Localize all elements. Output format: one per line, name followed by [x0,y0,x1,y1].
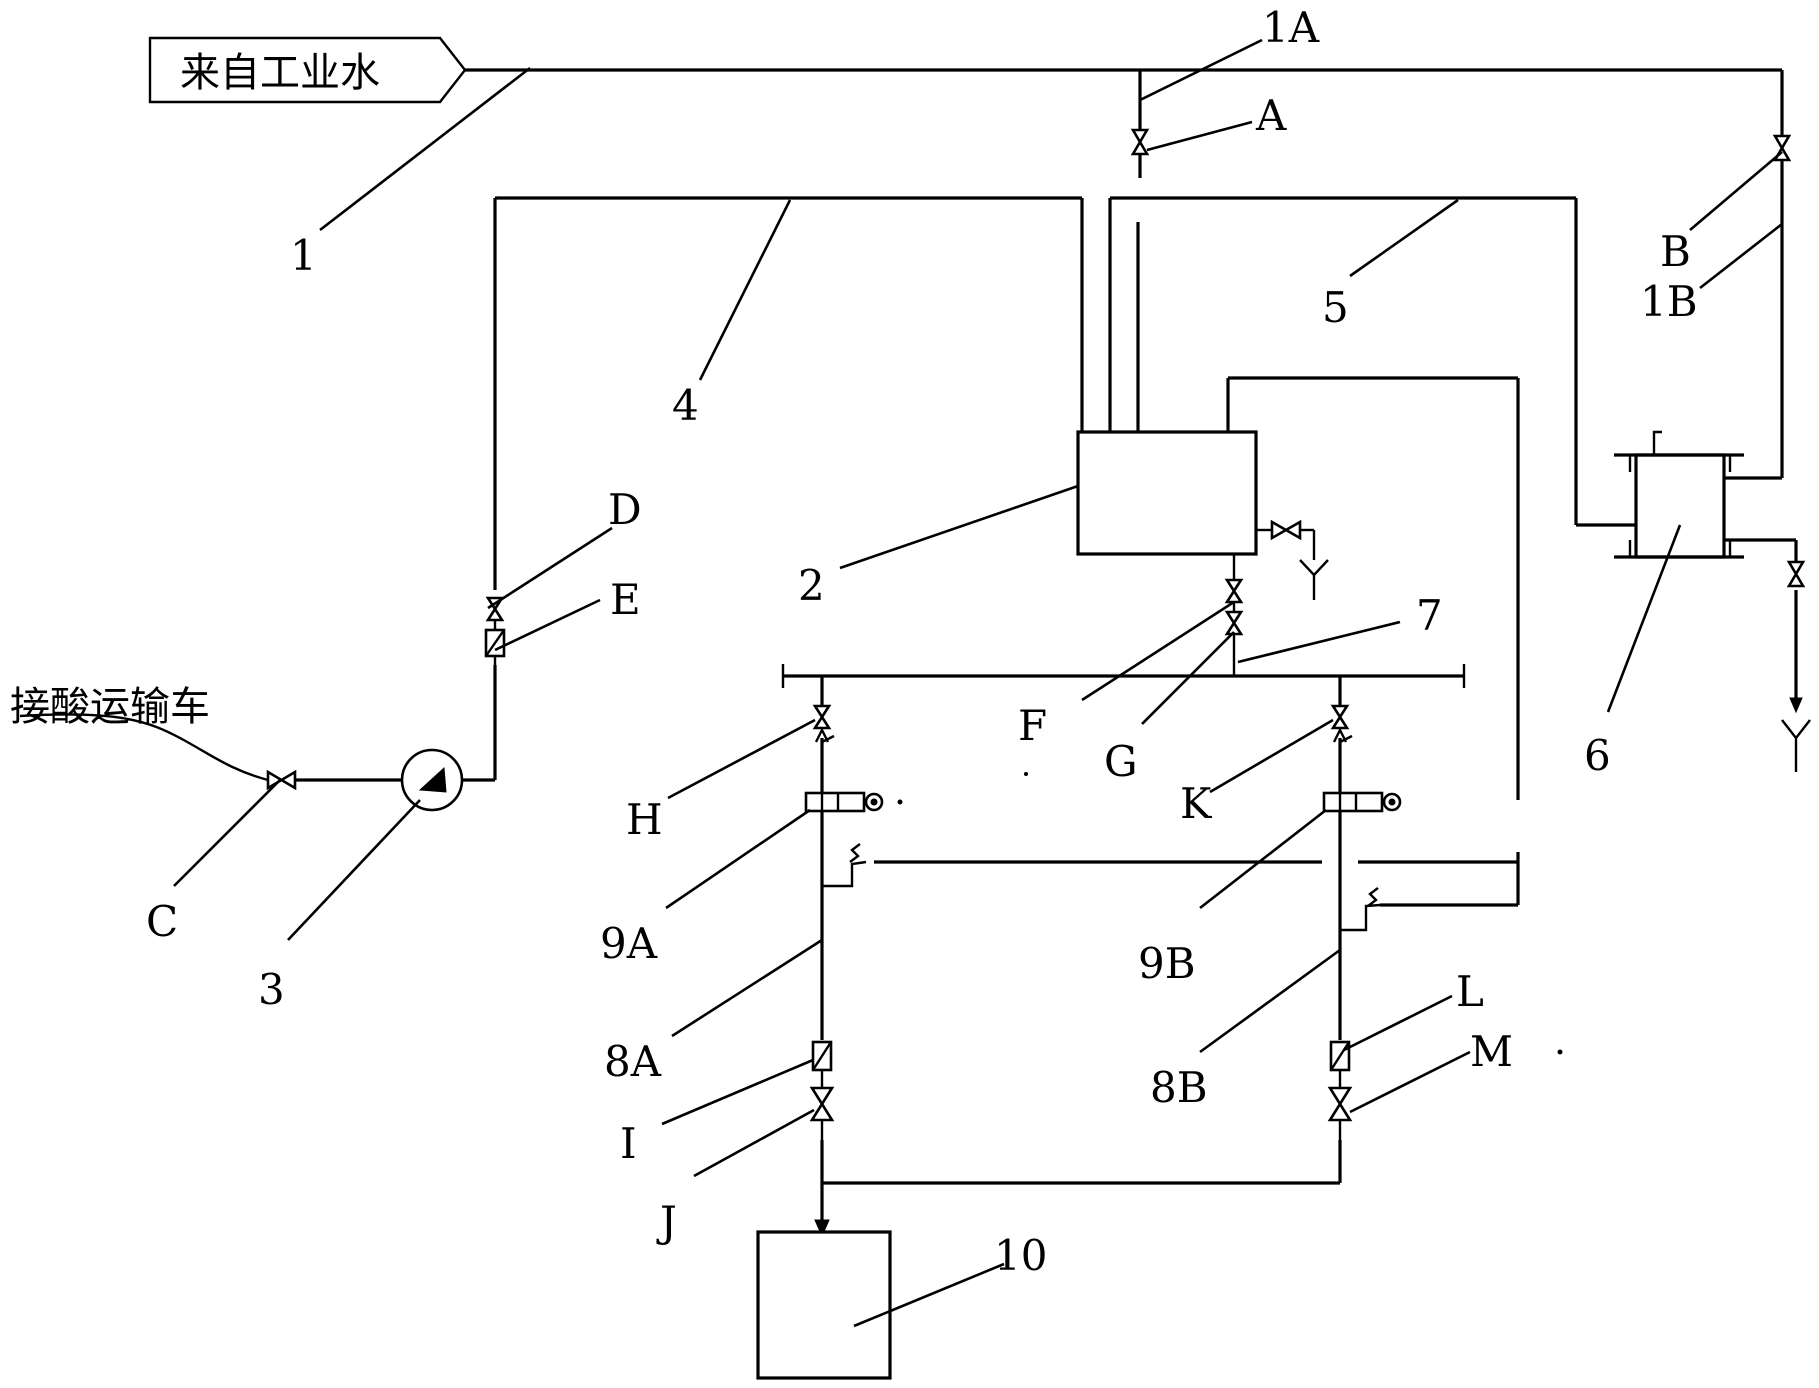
label-i: I [620,1119,637,1168]
label-h: H [626,795,663,844]
label-9b: 9B [1138,939,1196,988]
return-line [874,376,1520,907]
valve-f[interactable] [1224,554,1244,604]
branch-8a [820,676,867,1232]
label-1: 1 [290,231,317,280]
pipe-5 [1108,196,1636,527]
acid-truck-label: 接酸运输车 [10,684,210,730]
label-10: 10 [994,1231,1047,1280]
check-valve-i[interactable] [811,1040,833,1072]
label-d: D [608,485,642,534]
label-c: C [146,897,178,946]
tank-2[interactable] [1076,430,1258,556]
tank-2-drain [1256,519,1329,600]
label-1a: 1A [1262,3,1320,52]
check-valve-e[interactable] [484,620,506,665]
flow-meter-9a[interactable] [804,791,903,813]
relief-valve-9b[interactable] [1367,887,1379,907]
label-8b: 8B [1150,1063,1208,1112]
water-main-line-1 [465,68,1784,480]
label-k: K [1180,779,1213,828]
label-2: 2 [798,561,825,610]
leader-lines [173,38,1783,1328]
labels: 1 1A A B 1B 5 4 2 6 7 D E F G C 3 H K 9A… [146,3,1698,1280]
equipment-6[interactable] [1614,430,1744,559]
branch-8b [822,676,1381,1185]
flow-meter-9b[interactable] [1322,791,1402,813]
label-4: 4 [672,381,699,430]
stray-dot [1557,1049,1563,1055]
valve-h[interactable] [812,704,835,744]
relief-valve-9a[interactable] [849,843,861,863]
label-j: J [656,1197,677,1246]
header-7 [781,664,1466,688]
pipe-4 [462,196,1084,782]
tank-10[interactable] [756,1230,892,1380]
valve-a[interactable] [1130,128,1150,156]
label-8a: 8A [604,1037,662,1086]
label-5: 5 [1322,283,1349,332]
check-valve-l[interactable] [1329,1040,1351,1072]
industrial-water-source-tag: 来自工业水 [148,36,467,104]
label-a: A [1255,91,1287,140]
valve-j[interactable] [809,1070,835,1140]
equipment-6-outlet [1724,538,1811,772]
flow-arrow-to-tank-10 [814,1219,830,1238]
label-l: L [1456,967,1484,1016]
label-1b: 1B [1640,277,1698,326]
label-f: F [1018,701,1047,750]
valve-m[interactable] [1327,1070,1353,1140]
label-m: M [1470,1027,1513,1076]
valve-k[interactable] [1330,704,1353,744]
valve-d[interactable] [485,596,505,622]
label-3: 3 [258,965,285,1014]
pump-3[interactable] [400,748,464,812]
valve-g[interactable] [1224,602,1244,676]
acid-truck-line [19,713,402,782]
label-e: E [610,575,641,624]
stray-dot [1024,772,1028,776]
label-6: 6 [1584,731,1611,780]
valve-outlet-6[interactable] [1786,560,1806,588]
label-g: G [1104,737,1138,786]
label-b: B [1660,227,1691,276]
valve-c[interactable] [266,769,297,791]
label-9a: 9A [600,919,658,968]
label-7: 7 [1416,591,1443,640]
industrial-water-label: 来自工业水 [180,50,380,96]
